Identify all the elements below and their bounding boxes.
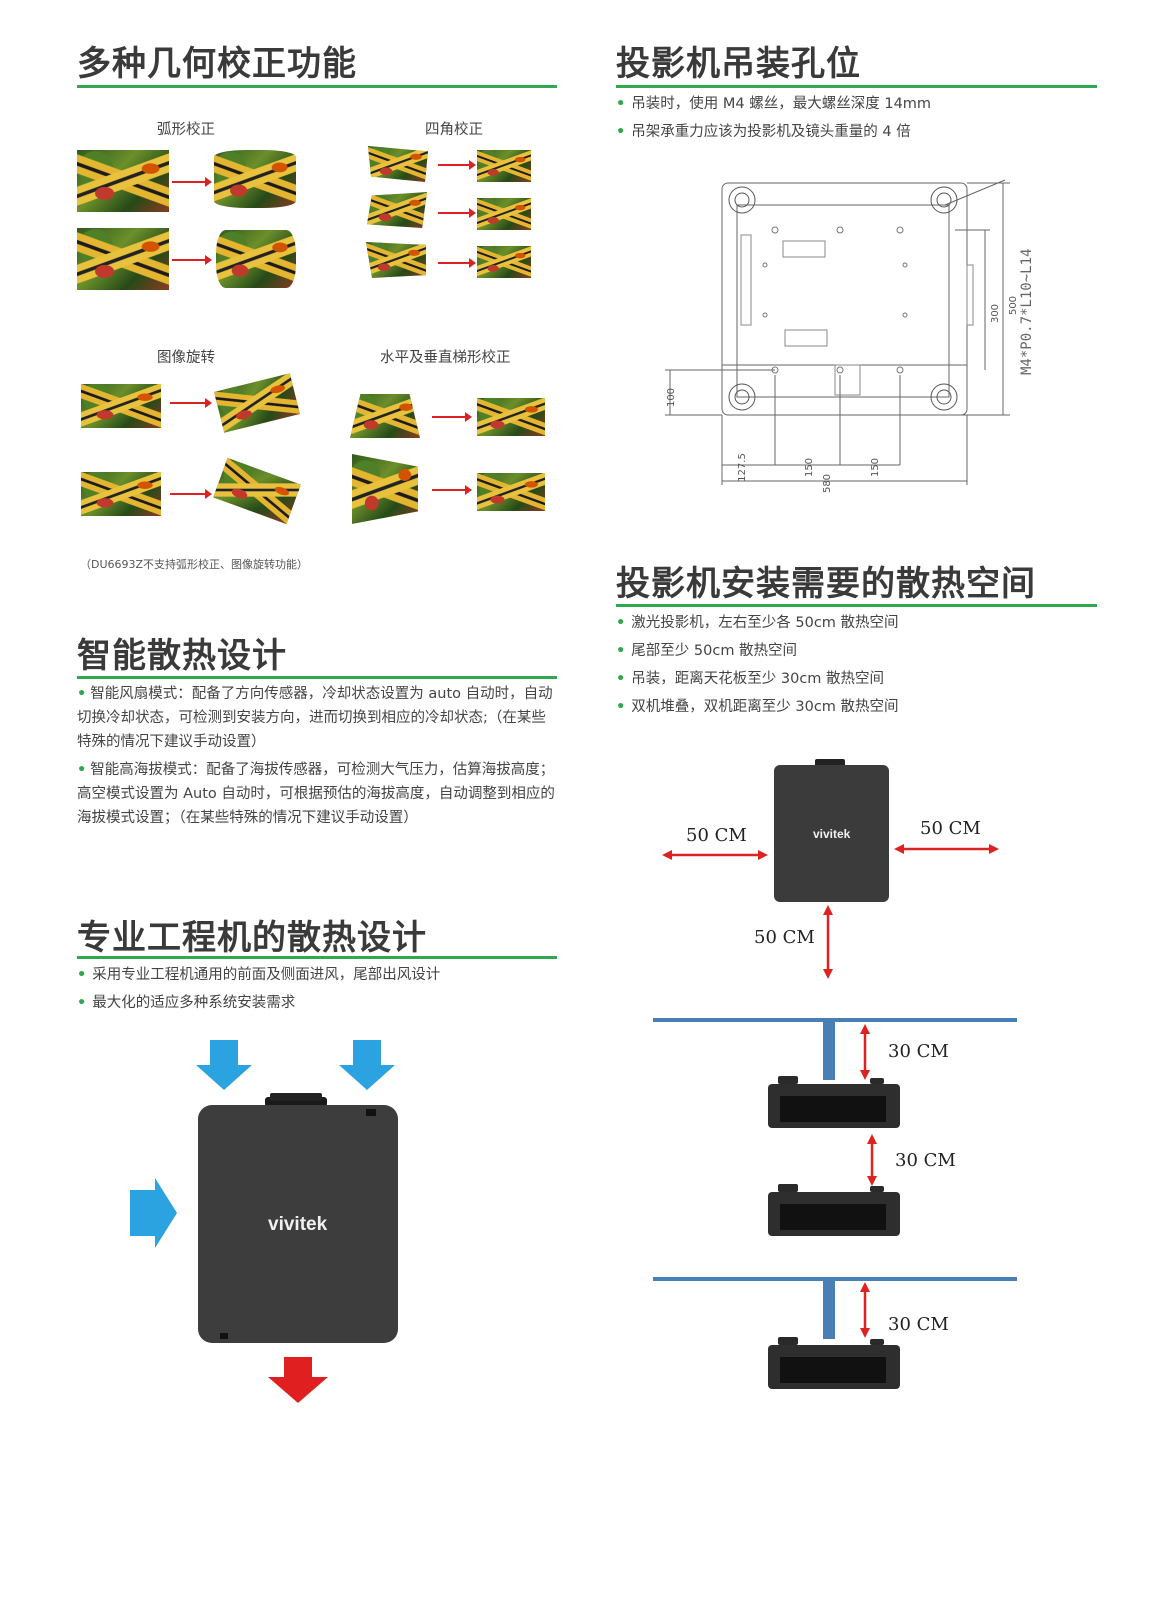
red-double-arrow-icon bbox=[662, 844, 999, 979]
red-arrow-icon bbox=[432, 485, 472, 495]
red-arrow-icon bbox=[438, 258, 476, 268]
rotation-source-image bbox=[81, 472, 161, 516]
red-arrow-icon bbox=[438, 208, 476, 218]
airflow-diagram bbox=[130, 1040, 398, 1403]
pro-cooling-title: 专业工程机的散热设计 bbox=[77, 918, 427, 958]
dimension-label: 300 bbox=[990, 303, 1002, 324]
section-divider bbox=[616, 85, 1097, 88]
stack-clearance-label: 30 CM bbox=[895, 1150, 956, 1171]
clearance-bullets: •激光投影机，左右至少各 50cm 散热空间 •尾部至少 50cm 散热空间 •… bbox=[616, 609, 899, 721]
list-item: •采用专业工程机通用的前面及侧面进风，尾部出风设计 bbox=[77, 967, 441, 983]
red-double-arrow-icon bbox=[860, 1024, 877, 1338]
corner-corrected-image bbox=[477, 198, 531, 230]
left-clearance-label: 50 CM bbox=[686, 825, 747, 846]
smart-fan-paragraph: •智能风扇模式：配备了方向传感器，冷却状态设置为 auto 自动时，自动切换冷却… bbox=[77, 682, 559, 754]
corner-corrected-image bbox=[477, 246, 531, 278]
list-item: •吊架承重力应该为投影机及镜头重量的 4 倍 bbox=[616, 124, 911, 140]
bullet-dot: • bbox=[77, 686, 87, 702]
corner-source-image bbox=[368, 146, 428, 182]
rotation-source-image bbox=[81, 384, 161, 428]
rotation-caption: 图像旋转 bbox=[157, 350, 215, 366]
geometry-section-title: 多种几何校正功能 bbox=[77, 44, 357, 84]
mounting-bullets: •吊装时，使用 M4 螺丝，最大螺丝深度 14mm •吊架承重力应该为投影机及镜… bbox=[616, 90, 931, 146]
stacked-projector bbox=[768, 1184, 900, 1236]
keystone-corrected-image bbox=[477, 398, 545, 436]
model-note: （DU6693Z不支持弧形校正、图像旋转功能） bbox=[80, 558, 309, 571]
vivitek-logo: vivitek bbox=[813, 827, 851, 841]
clearance-top-view-diagram bbox=[662, 759, 999, 979]
section-divider bbox=[77, 956, 557, 959]
mount-pole bbox=[823, 1022, 835, 1080]
rotation-rotated-image bbox=[214, 373, 300, 433]
list-item: •吊装时，使用 M4 螺丝，最大螺丝深度 14mm bbox=[616, 96, 932, 112]
clearance-title: 投影机安装需要的散热空间 bbox=[616, 564, 1036, 604]
mounting-hole-drawing bbox=[665, 179, 1010, 485]
arc-correction-caption: 弧形校正 bbox=[157, 122, 215, 138]
arc-corrected-image bbox=[214, 150, 296, 208]
exhaust-arrow-icon bbox=[268, 1357, 328, 1403]
ceiling-clearance-label: 30 CM bbox=[888, 1314, 949, 1335]
ceiling-line bbox=[653, 1277, 1017, 1281]
keystone-source-image bbox=[350, 394, 420, 438]
dimension-label: 127.5 bbox=[736, 453, 748, 482]
list-item: •最大化的适应多种系统安装需求 bbox=[77, 995, 296, 1011]
red-arrow-icon bbox=[438, 160, 476, 170]
corner-corrected-image bbox=[477, 150, 531, 182]
ceiling-line bbox=[653, 1018, 1017, 1022]
section-divider bbox=[77, 85, 557, 88]
altitude-paragraph: •智能高海拔模式：配备了海拔传感器，可检测大气压力，估算海拔高度；高空模式设置为… bbox=[77, 758, 559, 830]
corner-source-image bbox=[366, 242, 426, 278]
rear-clearance-label: 50 CM bbox=[754, 927, 815, 948]
dimension-label: 500 bbox=[1008, 295, 1020, 316]
intake-arrow-icon bbox=[130, 1040, 395, 1248]
list-item: •尾部至少 50cm 散热空间 bbox=[616, 643, 798, 659]
mount-pole bbox=[823, 1281, 835, 1339]
smart-cooling-title: 智能散热设计 bbox=[77, 636, 287, 676]
section-divider bbox=[616, 604, 1097, 607]
list-item: •双机堆叠，双机距离至少 30cm 散热空间 bbox=[616, 699, 899, 715]
screw-spec-label: M4*P0.7*L10~L14 bbox=[1019, 248, 1035, 375]
dimension-label: 150 bbox=[804, 457, 816, 478]
red-arrow-icon bbox=[432, 412, 472, 422]
stacked-projector bbox=[768, 1337, 900, 1389]
altitude-text: 智能高海拔模式：配备了海拔传感器，可检测大气压力，估算海拔高度；高空模式设置为 … bbox=[77, 762, 555, 826]
list-item: •吊装，距离天花板至少 30cm 散热空间 bbox=[616, 671, 885, 687]
dimension-label: 150 bbox=[870, 457, 882, 478]
keystone-corrected-image bbox=[477, 473, 545, 511]
keystone-source-image bbox=[352, 454, 418, 524]
red-arrow-icon bbox=[172, 177, 212, 187]
vivitek-logo: vivitek bbox=[268, 1214, 328, 1235]
mounting-title: 投影机吊装孔位 bbox=[616, 44, 861, 84]
section-divider bbox=[77, 676, 557, 679]
list-item: •激光投影机，左右至少各 50cm 散热空间 bbox=[616, 615, 899, 631]
corner-source-image bbox=[367, 192, 427, 228]
corner-correction-caption: 四角校正 bbox=[425, 122, 483, 138]
pro-cooling-bullets: •采用专业工程机通用的前面及侧面进风，尾部出风设计 •最大化的适应多种系统安装需… bbox=[77, 961, 440, 1017]
bullet-dot: • bbox=[77, 762, 87, 778]
red-arrow-icon bbox=[170, 398, 212, 408]
stacked-projector bbox=[768, 1076, 900, 1128]
red-arrow-icon bbox=[172, 255, 212, 265]
red-arrow-icon bbox=[170, 489, 212, 499]
smart-fan-text: 智能风扇模式：配备了方向传感器，冷却状态设置为 auto 自动时，自动切换冷却状… bbox=[77, 686, 553, 750]
arc-corrected-image bbox=[216, 230, 296, 288]
ceiling-mount-diagram bbox=[653, 1018, 1017, 1389]
ceiling-clearance-label: 30 CM bbox=[888, 1041, 949, 1062]
right-clearance-label: 50 CM bbox=[920, 818, 981, 839]
dimension-label: 580 bbox=[822, 473, 834, 494]
arc-source-image bbox=[77, 228, 169, 290]
keystone-caption: 水平及垂直梯形校正 bbox=[380, 350, 511, 366]
dimension-label: 100 bbox=[666, 387, 678, 408]
rotation-rotated-image bbox=[213, 457, 301, 525]
arc-source-image bbox=[77, 150, 169, 212]
